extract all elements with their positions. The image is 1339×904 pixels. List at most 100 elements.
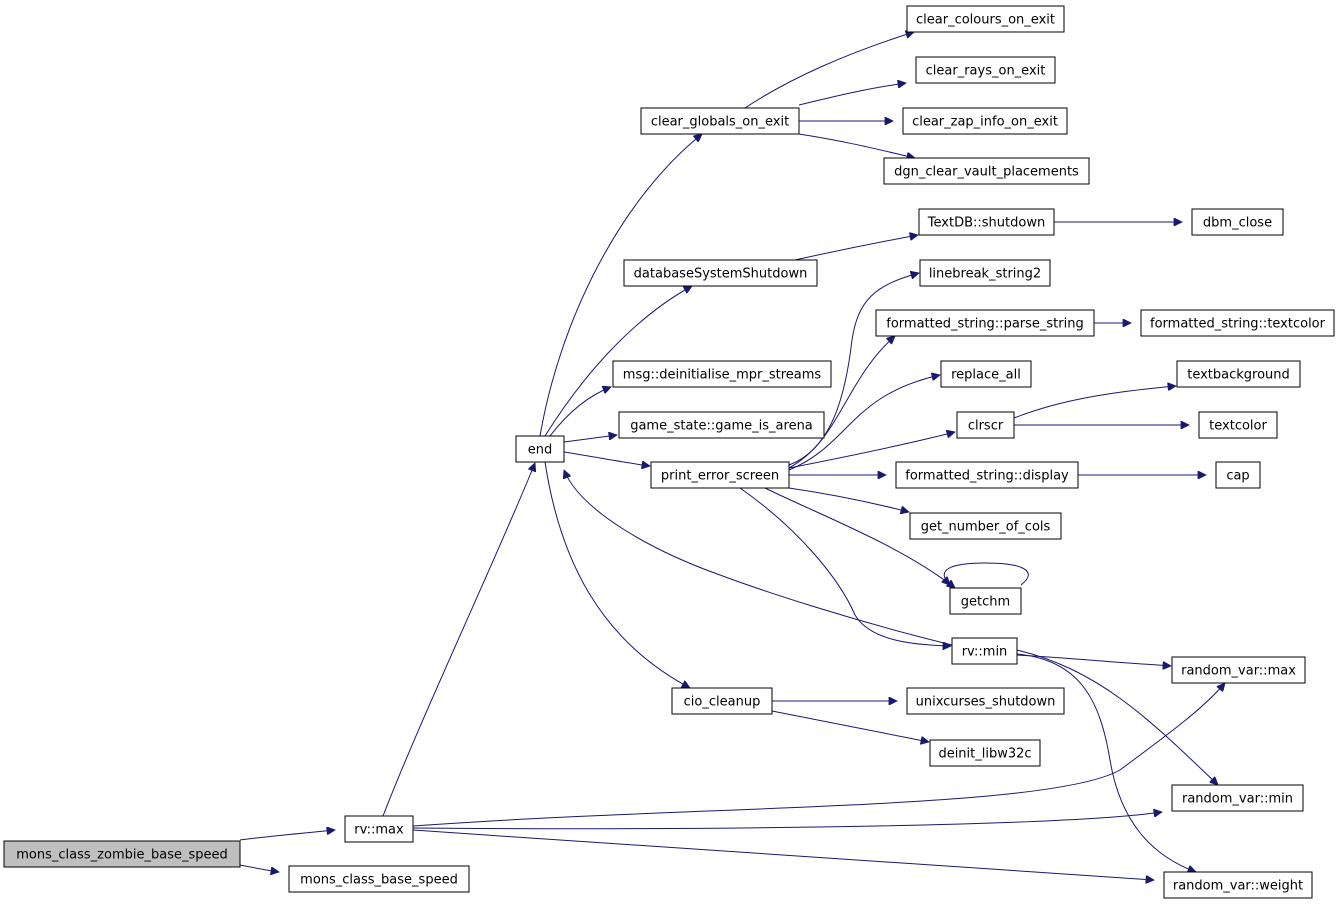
edge-print_error_screen-to-get_number_of_cols [788,487,909,512]
node-box [623,259,818,287]
node-clrscr[interactable]: clrscr [956,411,1015,439]
node-label: print_error_screen [661,469,779,484]
node-box [875,309,1095,337]
node-label: formatted_string::display [905,469,1069,484]
node-label: replace_all [951,368,1021,383]
node-box [895,461,1079,489]
node-label: databaseSystemShutdown [634,267,808,282]
node-label: linebreak_string2 [929,267,1041,282]
node-end[interactable]: end [515,435,565,463]
node-random-var-max[interactable]: random_var::max [1171,656,1306,684]
node-label: getchm [961,595,1010,610]
node-random-var-min[interactable]: random_var::min [1171,784,1304,812]
node-box [1140,309,1335,337]
edge-rv_max-to-random_var_min [412,812,1162,830]
node-label: random_var::min [1182,792,1293,807]
node-box [951,637,1018,665]
node-replace-all[interactable]: replace_all [940,360,1032,388]
edge-rv_max-to-end [382,463,535,817]
node-game-is-arena[interactable]: game_state::game_is_arena [618,411,825,439]
node-clear-rays-on-exit[interactable]: clear_rays_on_exit [915,56,1056,84]
node-clear-zap-info-on-exit[interactable]: clear_zap_info_on_exit [902,107,1068,135]
edge-print_error_screen-to-rv_min [739,487,951,646]
node-textdb-shutdown[interactable]: TextDB::shutdown [918,208,1055,236]
node-label: random_var::weight [1173,879,1303,894]
edge-rv_min-to-random_var_max [1016,654,1171,666]
node-mons-class-base-speed[interactable]: mons_class_base_speed [288,865,470,893]
node-box [515,435,565,463]
node-box [3,840,241,868]
node-label: textcolor [1209,419,1267,434]
node-box [612,360,832,388]
edge-clear_globals_on_exit-to-clear_colours_on_exit [744,32,914,109]
node-random-var-weight[interactable]: random_var::weight [1163,871,1313,899]
node-box [1171,656,1306,684]
node-fs-display[interactable]: formatted_string::display [895,461,1079,489]
node-dbm-close[interactable]: dbm_close [1191,208,1284,236]
edge-rv_max-to-random_var_weight [412,829,1154,880]
node-box [1171,784,1304,812]
node-box [1176,360,1301,388]
node-label: cap [1226,469,1249,484]
edge-getchm-to-getchm [944,562,1029,585]
node-print-error-screen[interactable]: print_error_screen [650,461,790,489]
node-label: end [528,443,553,458]
node-box [1191,208,1284,236]
node-box [650,461,790,489]
node-box [940,360,1032,388]
node-textcolor[interactable]: textcolor [1198,411,1278,439]
node-label: random_var::max [1181,664,1296,679]
node-label: clear_colours_on_exit [916,13,1055,28]
node-box [618,411,825,439]
node-clear-colours-on-exit[interactable]: clear_colours_on_exit [906,5,1065,33]
node-box [906,687,1065,715]
edge-end-to-game_is_arena [563,435,617,443]
edge-rv_min-to-end [564,470,953,646]
node-box [915,56,1056,84]
node-box [956,411,1015,439]
node-box [1215,461,1261,489]
node-get-number-of-cols[interactable]: get_number_of_cols [909,512,1062,540]
node-textbackground[interactable]: textbackground [1176,360,1301,388]
node-label: formatted_string::parse_string [886,317,1083,332]
edge-end-to-msg_deinitialise [549,387,611,437]
node-label: clear_zap_info_on_exit [912,115,1058,130]
node-deinit-libw32c[interactable]: deinit_libw32c [929,739,1041,767]
node-box [640,107,800,135]
node-linebreak-string2[interactable]: linebreak_string2 [919,259,1051,287]
edge-print_error_screen-to-getchm [764,487,955,588]
node-box [909,512,1062,540]
edge-clear_globals_on_exit-to-clear_rays_on_exit [798,83,906,106]
node-label: cio_cleanup [684,695,761,710]
node-cio-cleanup[interactable]: cio_cleanup [671,687,773,715]
node-label: msg::deinitialise_mpr_streams [623,368,822,383]
node-label: clrscr [968,419,1004,434]
node-getchm[interactable]: getchm [949,587,1022,615]
node-mons-class-zombie-base-speed[interactable]: mons_class_zombie_base_speed [3,840,241,868]
node-rv-min[interactable]: rv::min [951,637,1018,665]
node-unixcurses-shutdown[interactable]: unixcurses_shutdown [906,687,1065,715]
node-databaseSystemShutdown[interactable]: databaseSystemShutdown [623,259,818,287]
node-label: mons_class_base_speed [300,873,458,888]
edge-cio_cleanup-to-deinit_libw32c [771,710,929,742]
node-label: mons_class_zombie_base_speed [16,848,227,863]
edge-rv_min-to-random_var_weight [1016,653,1196,872]
node-fs-textcolor[interactable]: formatted_string::textcolor [1140,309,1335,337]
node-label: dbm_close [1203,216,1272,231]
node-box [929,739,1041,767]
node-rv-max[interactable]: rv::max [344,815,414,843]
node-label: rv::min [962,645,1008,660]
node-msg-deinitialise[interactable]: msg::deinitialise_mpr_streams [612,360,832,388]
node-box [949,587,1022,615]
node-box [919,259,1051,287]
node-cap[interactable]: cap [1215,461,1261,489]
edge-print_error_screen-to-replace_all [788,375,940,471]
edge-rv_min-to-random_var_min [1016,649,1218,785]
node-parse-string[interactable]: formatted_string::parse_string [875,309,1095,337]
node-label: rv::max [354,823,404,838]
node-dgn-clear-vault-placements[interactable]: dgn_clear_vault_placements [883,157,1090,185]
node-box [344,815,414,843]
node-clear-globals-on-exit[interactable]: clear_globals_on_exit [640,107,800,135]
edge-clear_globals_on_exit-to-dgn_clear_vault_placements [798,133,915,158]
